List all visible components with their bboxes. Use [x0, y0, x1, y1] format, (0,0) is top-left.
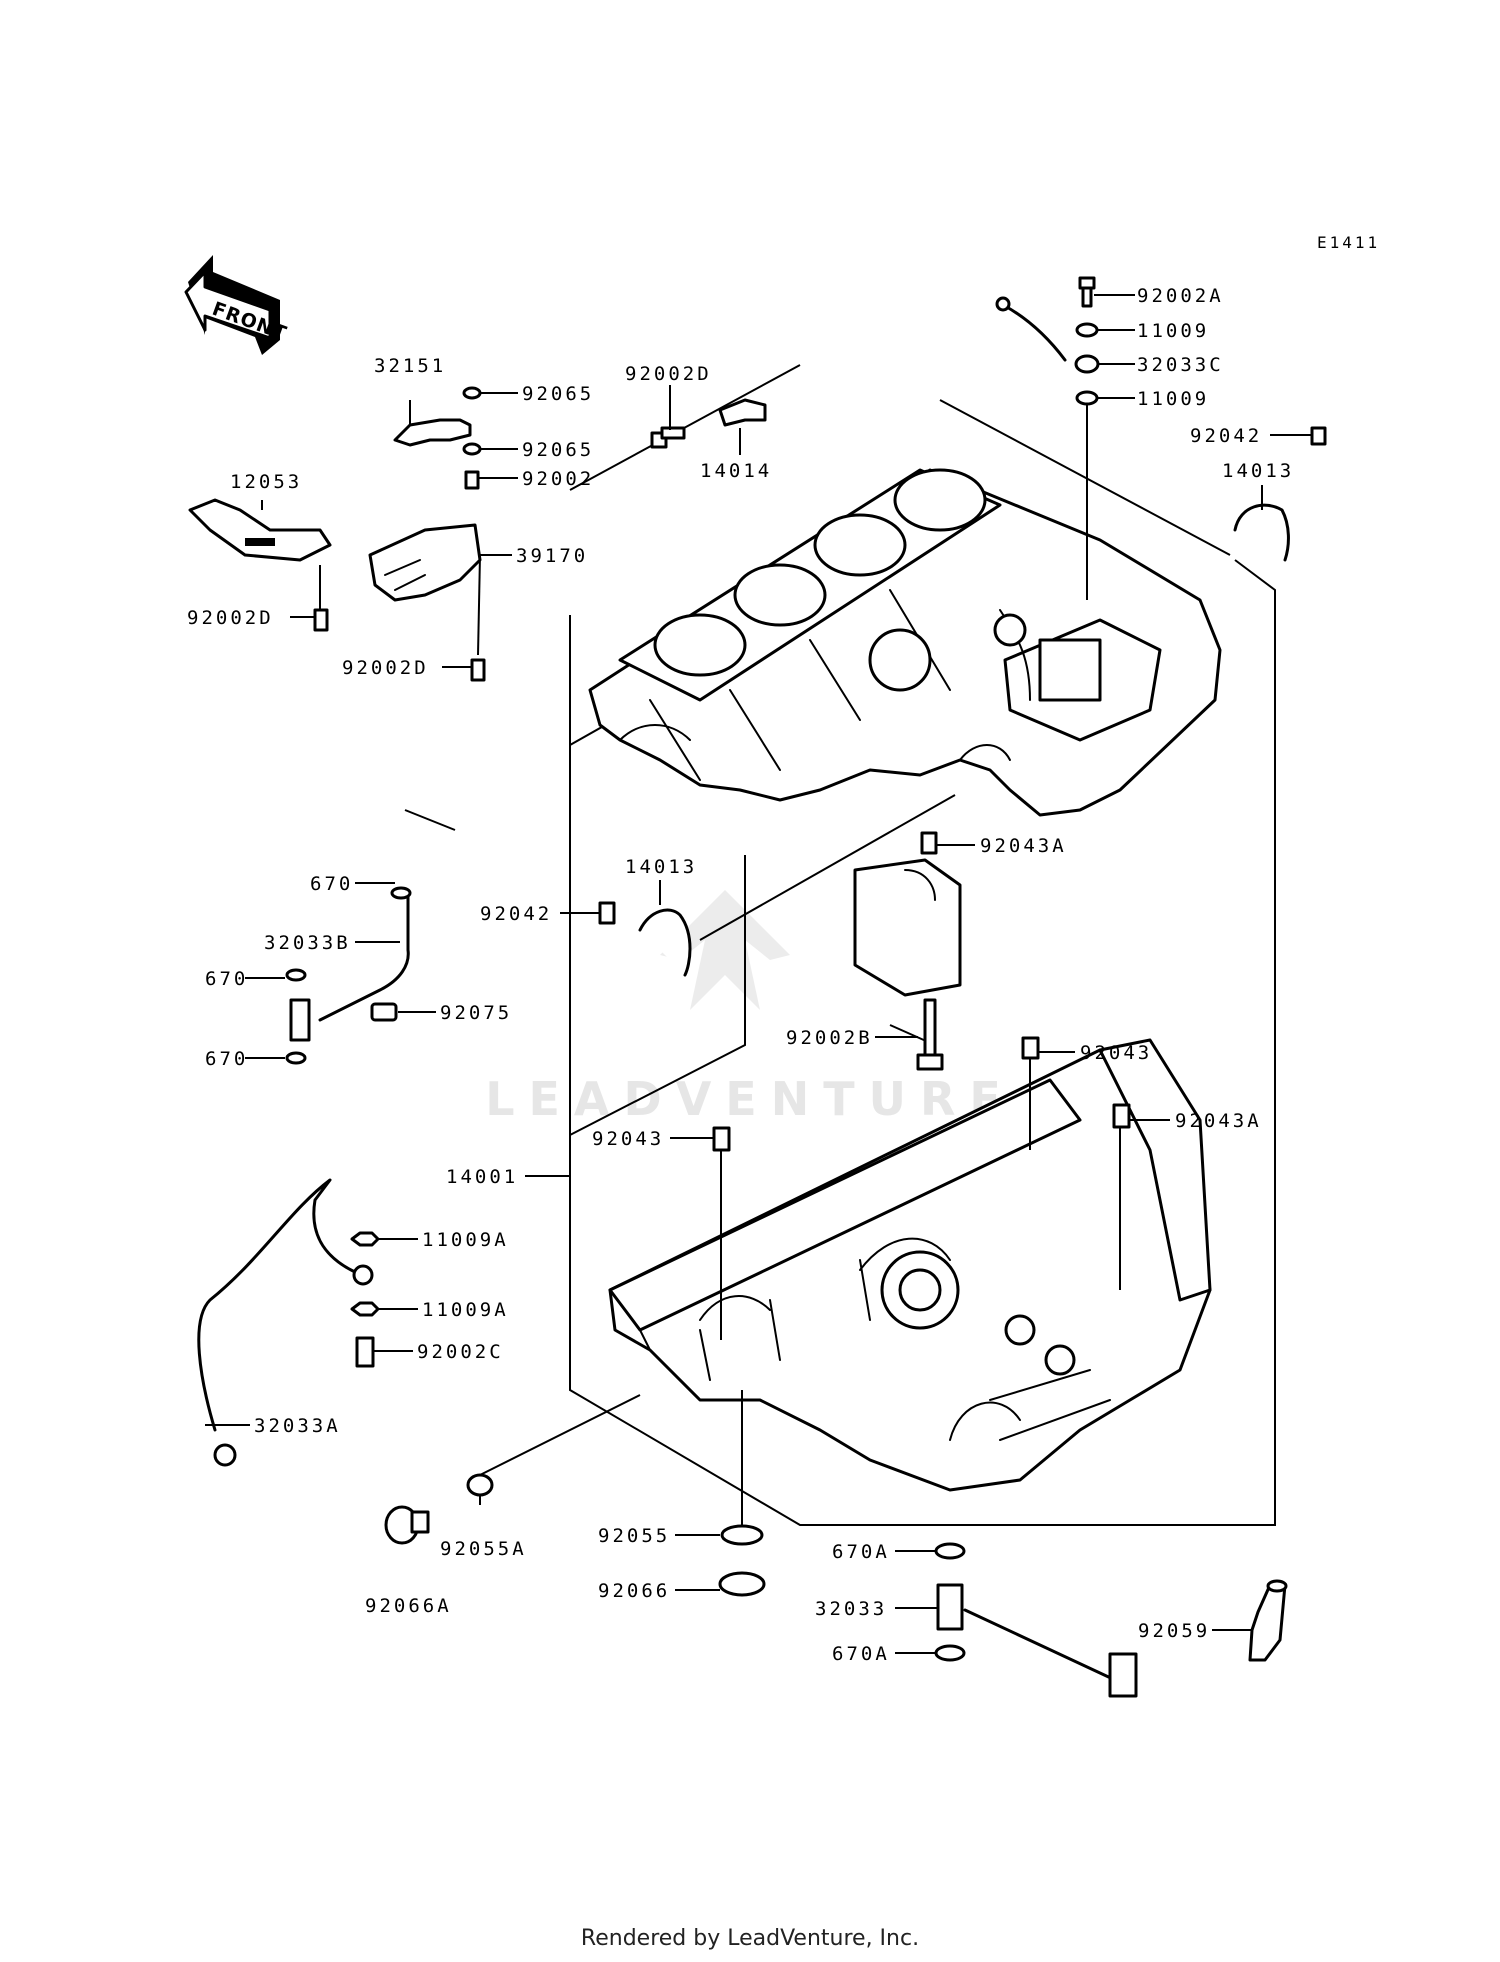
label-670-middle: 670	[205, 968, 248, 990]
label-92055A: 92055A	[440, 1538, 527, 1560]
assembly-frame	[404, 364, 1276, 1526]
label-92066: 92066	[598, 1580, 670, 1602]
label-32033: 32033	[815, 1598, 887, 1620]
label-670A-lower: 670A	[832, 1643, 890, 1665]
label-32033B: 32033B	[264, 932, 351, 954]
label-92059: 92059	[1138, 1620, 1210, 1642]
label-32151: 32151	[374, 355, 446, 377]
front-arrow-icon: FRONT	[184, 255, 290, 355]
label-39170: 39170	[516, 545, 588, 567]
label-92066A: 92066A	[365, 1595, 452, 1617]
label-92002D-left: 92002D	[187, 607, 274, 629]
label-92002: 92002	[522, 468, 594, 490]
label-92042-upper: 92042	[1190, 425, 1262, 447]
label-92043-left: 92043	[592, 1128, 664, 1150]
label-92002D-lower: 92002D	[342, 657, 429, 679]
label-32033A: 32033A	[254, 1415, 341, 1437]
label-92075: 92075	[440, 1002, 512, 1024]
label-14014: 14014	[700, 460, 772, 482]
label-92065-upper: 92065	[522, 383, 594, 405]
label-11009A-upper: 11009A	[422, 1229, 509, 1251]
label-92055: 92055	[598, 1525, 670, 1547]
label-92002A: 92002A	[1137, 285, 1224, 307]
label-670-upper: 670	[310, 873, 353, 895]
label-92043A-upper: 92043A	[980, 835, 1067, 857]
label-14013-lower: 14013	[625, 856, 697, 878]
watermark-text: LEADVENTURE	[485, 1072, 1015, 1126]
label-12053: 12053	[230, 471, 302, 493]
label-92042-lower: 92042	[480, 903, 552, 925]
leader-lines	[205, 294, 1312, 1654]
label-92002C: 92002C	[417, 1341, 504, 1363]
label-11009-upper: 11009	[1137, 320, 1209, 342]
label-11009A-lower: 11009A	[422, 1299, 509, 1321]
label-92043-right: 92043	[1080, 1042, 1152, 1064]
label-670-lower: 670	[205, 1048, 248, 1070]
upper-crankcase	[588, 468, 1222, 817]
label-92002D-center: 92002D	[625, 363, 712, 385]
label-32033C: 32033C	[1137, 354, 1224, 376]
label-92002B: 92002B	[786, 1027, 873, 1049]
label-92065-lower: 92065	[522, 439, 594, 461]
label-11009-lower: 11009	[1137, 388, 1209, 410]
label-92043A-lower: 92043A	[1175, 1110, 1262, 1132]
label-14001: 14001	[446, 1166, 518, 1188]
label-670A-upper: 670A	[832, 1541, 890, 1563]
footer-credit: Rendered by LeadVenture, Inc.	[580, 1926, 920, 1951]
part-shapes	[188, 276, 1327, 1698]
part-labels: 92002A 11009 32033C 11009 92042 14013 32…	[187, 285, 1294, 1665]
label-14013-upper: 14013	[1222, 460, 1294, 482]
diagram-code: E1411	[1317, 233, 1380, 252]
watermark: LEADVENTURE	[485, 890, 1015, 1126]
